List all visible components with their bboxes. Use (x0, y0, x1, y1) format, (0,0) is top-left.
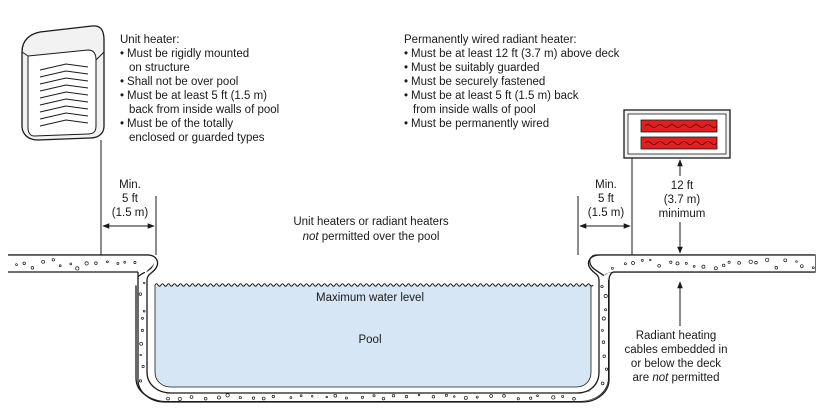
bullet-mark: • (120, 118, 124, 130)
svg-text:12 ft: 12 ft (671, 180, 694, 192)
bullet-mark: • (120, 48, 124, 60)
svg-text:(1.5 m): (1.5 m) (588, 207, 625, 219)
heating-element-bottom (640, 136, 718, 150)
radiant-heater-title: Permanently wired radiant heater: (404, 34, 577, 46)
bullet-mark: • (404, 62, 408, 74)
bullet-mark: • (404, 48, 408, 60)
radiant-heater-requirements: Permanently wired radiant heater: •Must … (404, 34, 620, 130)
unit-heater-bullet-4-cont: enclosed or guarded types (129, 132, 265, 144)
svg-text:Unit heaters or radiant heater: Unit heaters or radiant heaters (293, 216, 449, 228)
unit-heater-graphic (21, 25, 105, 141)
water-level-label: Maximum water level (316, 292, 424, 304)
svg-text:5 ft: 5 ft (122, 193, 139, 205)
heating-element-top (640, 119, 718, 133)
deck-band-left (8, 255, 155, 276)
unit-heater-bullet-1: •Must be rigidly mounted (120, 48, 249, 60)
radiant-heater-bullet-1: •Must be at least 12 ft (3.7 m) above de… (404, 48, 620, 60)
radiant-heater-bullet-3: •Must be securely fastened (404, 76, 545, 88)
svg-text:are not permitted: are not permitted (633, 372, 720, 384)
bullet-mark: • (120, 90, 124, 102)
cables-note: Radiant heating cables embedded in or be… (625, 330, 728, 384)
unit-heater-bullet-3-cont: back from inside walls of pool (129, 104, 279, 116)
svg-text:(3.7 m): (3.7 m) (664, 194, 701, 206)
svg-text:Min.: Min. (119, 179, 141, 191)
radiant-heater-graphic (623, 109, 731, 159)
radiant-heater-bullet-4-cont: from inside walls of pool (413, 104, 536, 116)
bullet-mark: • (120, 76, 124, 88)
svg-text:Min.: Min. (595, 179, 617, 191)
concrete-aggregate (15, 257, 815, 401)
svg-text:Radiant heating: Radiant heating (636, 330, 717, 342)
unit-heater-bullet-4: •Must be of the totally (120, 118, 233, 130)
unit-heater-louvers (39, 63, 89, 127)
unit-heater-bullet-2: •Shall not be over pool (120, 76, 238, 88)
pool-label: Pool (358, 334, 381, 346)
unit-heater-bullet-3: •Must be at least 5 ft (1.5 m) (120, 90, 267, 102)
height-dimension-label: 12 ft (3.7 m) minimum (659, 180, 706, 220)
radiant-heater-bullet-5: •Must be permanently wired (404, 118, 549, 130)
unit-heater-bullet-1-cont: on structure (129, 62, 190, 74)
radiant-heater-bullet-4: •Must be at least 5 ft (1.5 m) back (404, 90, 579, 102)
left-dimension-label: Min. 5 ft (1.5 m) (112, 179, 149, 219)
radiant-heater-bullet-2: •Must be suitably guarded (404, 62, 540, 74)
svg-text:cables embedded in: cables embedded in (625, 344, 728, 356)
svg-text:not permitted over the pool: not permitted over the pool (303, 231, 440, 243)
unit-heater-requirements: Unit heater: •Must be rigidly mounted on … (120, 34, 279, 144)
over-pool-note: Unit heaters or radiant heaters not perm… (293, 216, 449, 243)
unit-heater-title: Unit heater: (120, 34, 179, 46)
svg-text:minimum: minimum (659, 208, 706, 220)
svg-text:(1.5 m): (1.5 m) (112, 207, 149, 219)
max-water-line (154, 283, 594, 287)
bullet-mark: • (404, 118, 408, 130)
right-dimension-label: Min. 5 ft (1.5 m) (588, 179, 625, 219)
bullet-mark: • (404, 76, 408, 88)
bullet-mark: • (404, 90, 408, 102)
pool-water (155, 285, 591, 387)
svg-text:5 ft: 5 ft (598, 193, 615, 205)
svg-text:or below the deck: or below the deck (631, 358, 721, 370)
pool-inner-wall (146, 280, 600, 394)
